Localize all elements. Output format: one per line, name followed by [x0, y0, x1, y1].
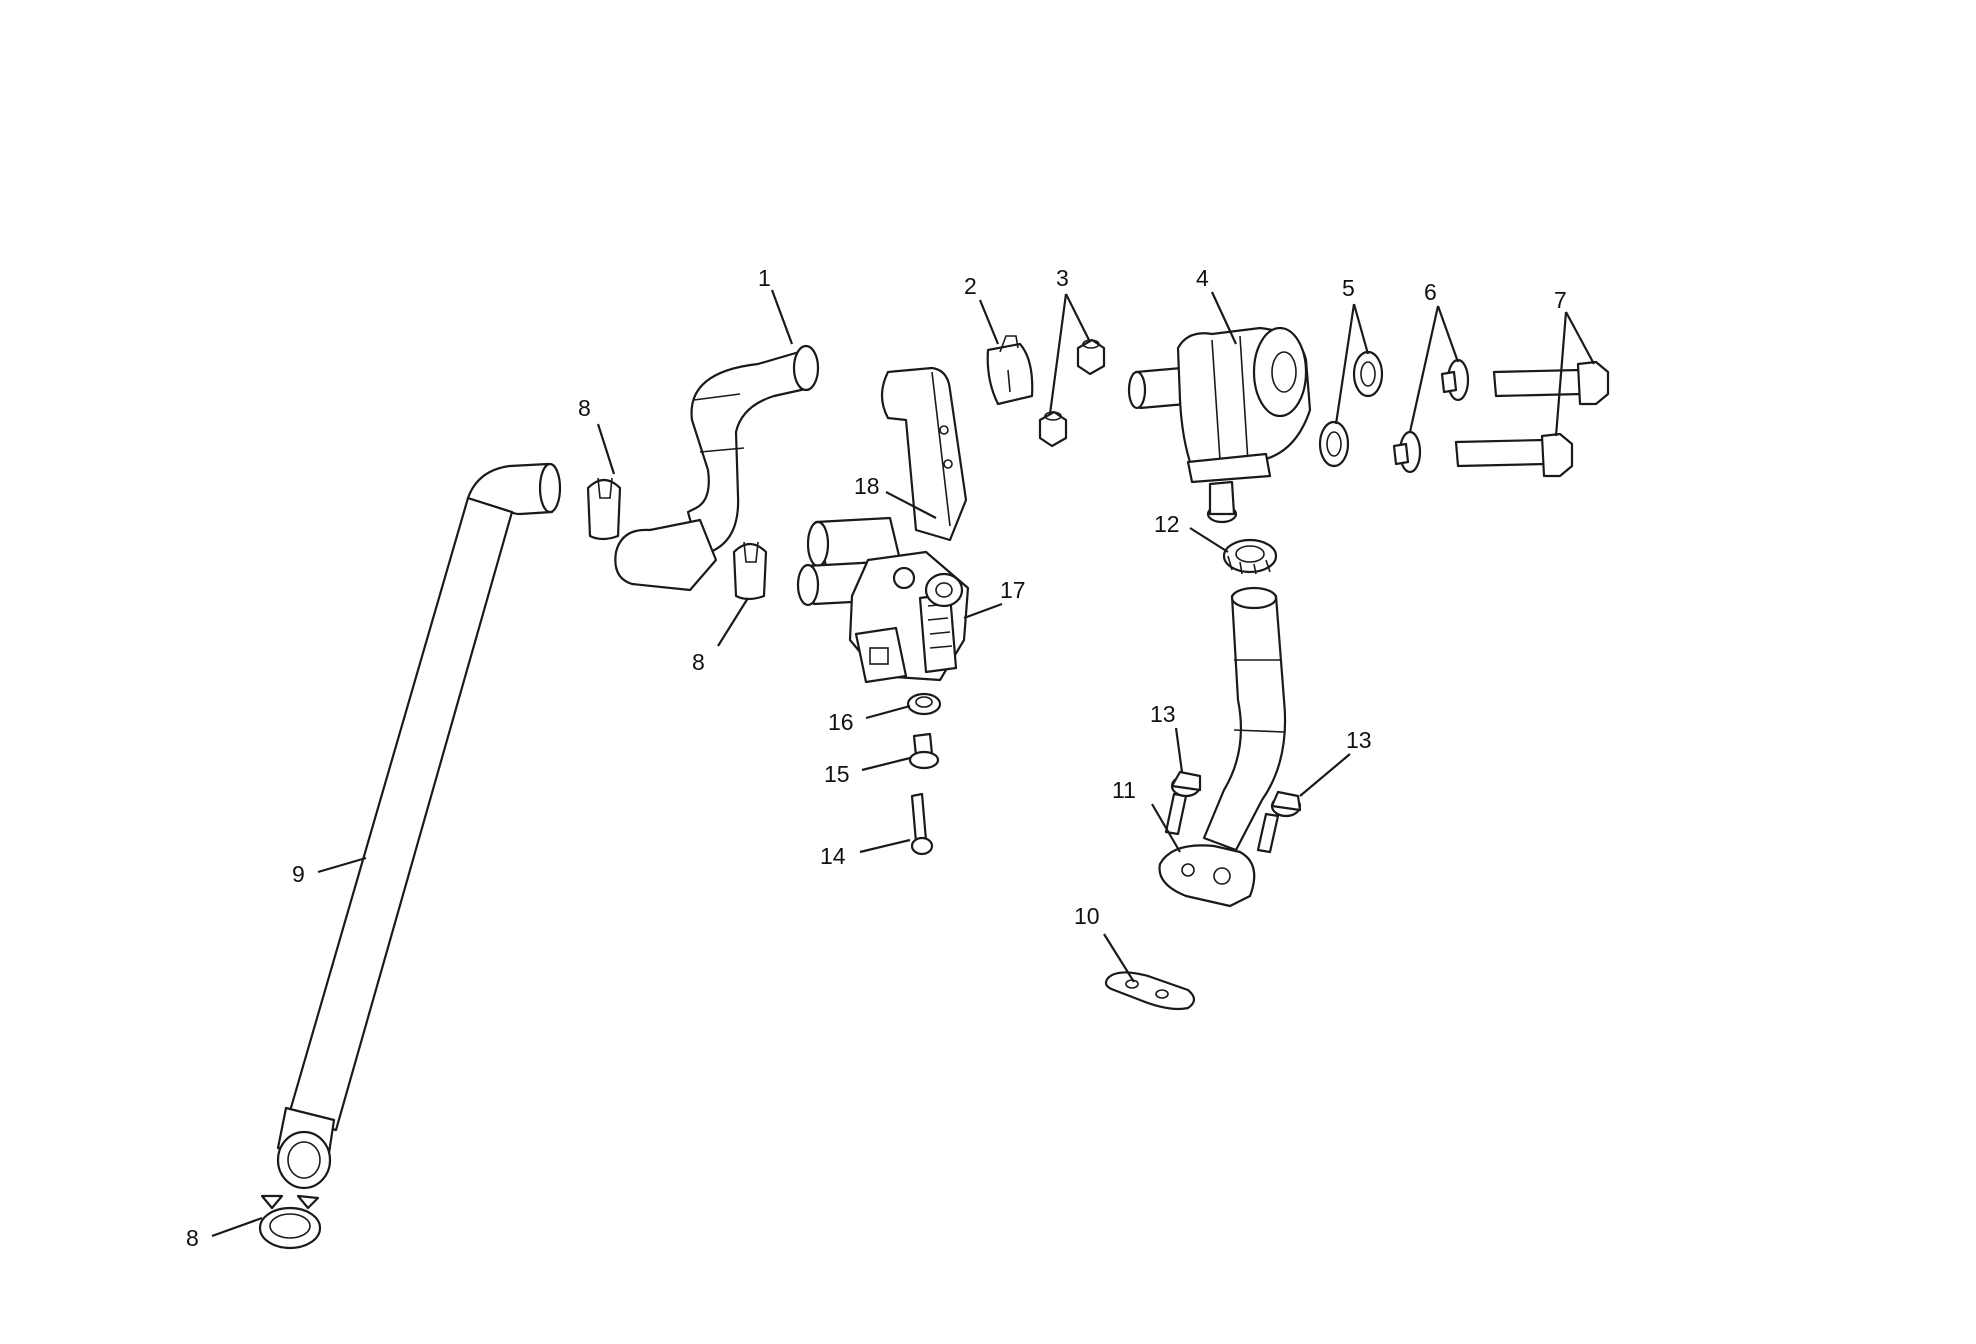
callout-labels: 1 2 3 4 5 6 7 8 8 8 9 10 11 12 13 13 14 …: [186, 265, 1567, 1251]
part-3-nut-upper: [1076, 338, 1106, 376]
callout-9: 9: [292, 861, 305, 887]
part-6-washer-upper: [1440, 358, 1470, 402]
part-7-bolt-lower: [1454, 432, 1574, 478]
part-18-bracket: [880, 366, 968, 542]
callout-16: 16: [828, 709, 854, 735]
callout-10: 10: [1074, 903, 1100, 929]
callout-13-left: 13: [1150, 701, 1176, 727]
part-17-valve-assembly: [796, 516, 970, 684]
part-8-hose-clamp-bottom: [258, 1194, 322, 1250]
callout-2: 2: [964, 273, 977, 299]
part-5-washer-upper: [1352, 350, 1384, 398]
part-7-bolt-upper: [1492, 360, 1610, 406]
callout-3: 3: [1056, 265, 1069, 291]
callout-1: 1: [758, 265, 771, 291]
callout-18: 18: [854, 473, 880, 499]
callout-15: 15: [824, 761, 850, 787]
part-1-formed-hose: [614, 344, 820, 592]
part-12-hose-clamp: [1222, 538, 1278, 575]
callout-13-right: 13: [1346, 727, 1372, 753]
part-3-nut-lower: [1038, 410, 1068, 448]
part-4-pump-assembly: [1127, 326, 1312, 524]
part-13-bolt-left: [1164, 770, 1202, 836]
callout-11: 11: [1112, 777, 1136, 803]
part-13-bolt-right: [1256, 790, 1302, 854]
part-15-bushing: [908, 732, 940, 770]
part-8-hose-clamp-upper-right: [732, 541, 768, 601]
callout-12: 12: [1154, 511, 1180, 537]
part-11-pipe-flange: [1158, 586, 1287, 908]
part-9-long-hose: [276, 462, 562, 1190]
part-5-washer-lower: [1318, 420, 1350, 468]
part-6-washer-lower: [1392, 430, 1422, 474]
callout-14: 14: [820, 843, 846, 869]
leader-lines: [211, 289, 1595, 1238]
callout-7: 7: [1554, 287, 1567, 313]
callout-6: 6: [1424, 279, 1437, 305]
callout-4: 4: [1196, 265, 1209, 291]
callout-8-middle: 8: [692, 649, 705, 675]
part-2-clip: [986, 335, 1034, 406]
part-16-seal: [906, 692, 942, 716]
part-8-hose-clamp-upper-left: [586, 477, 622, 541]
part-10-gasket: [1104, 971, 1196, 1011]
callout-8-bottom: 8: [186, 1225, 199, 1251]
callout-5: 5: [1342, 275, 1355, 301]
part-14-bolt: [910, 792, 934, 856]
callout-8-upper: 8: [578, 395, 591, 421]
callout-17: 17: [1000, 577, 1026, 603]
